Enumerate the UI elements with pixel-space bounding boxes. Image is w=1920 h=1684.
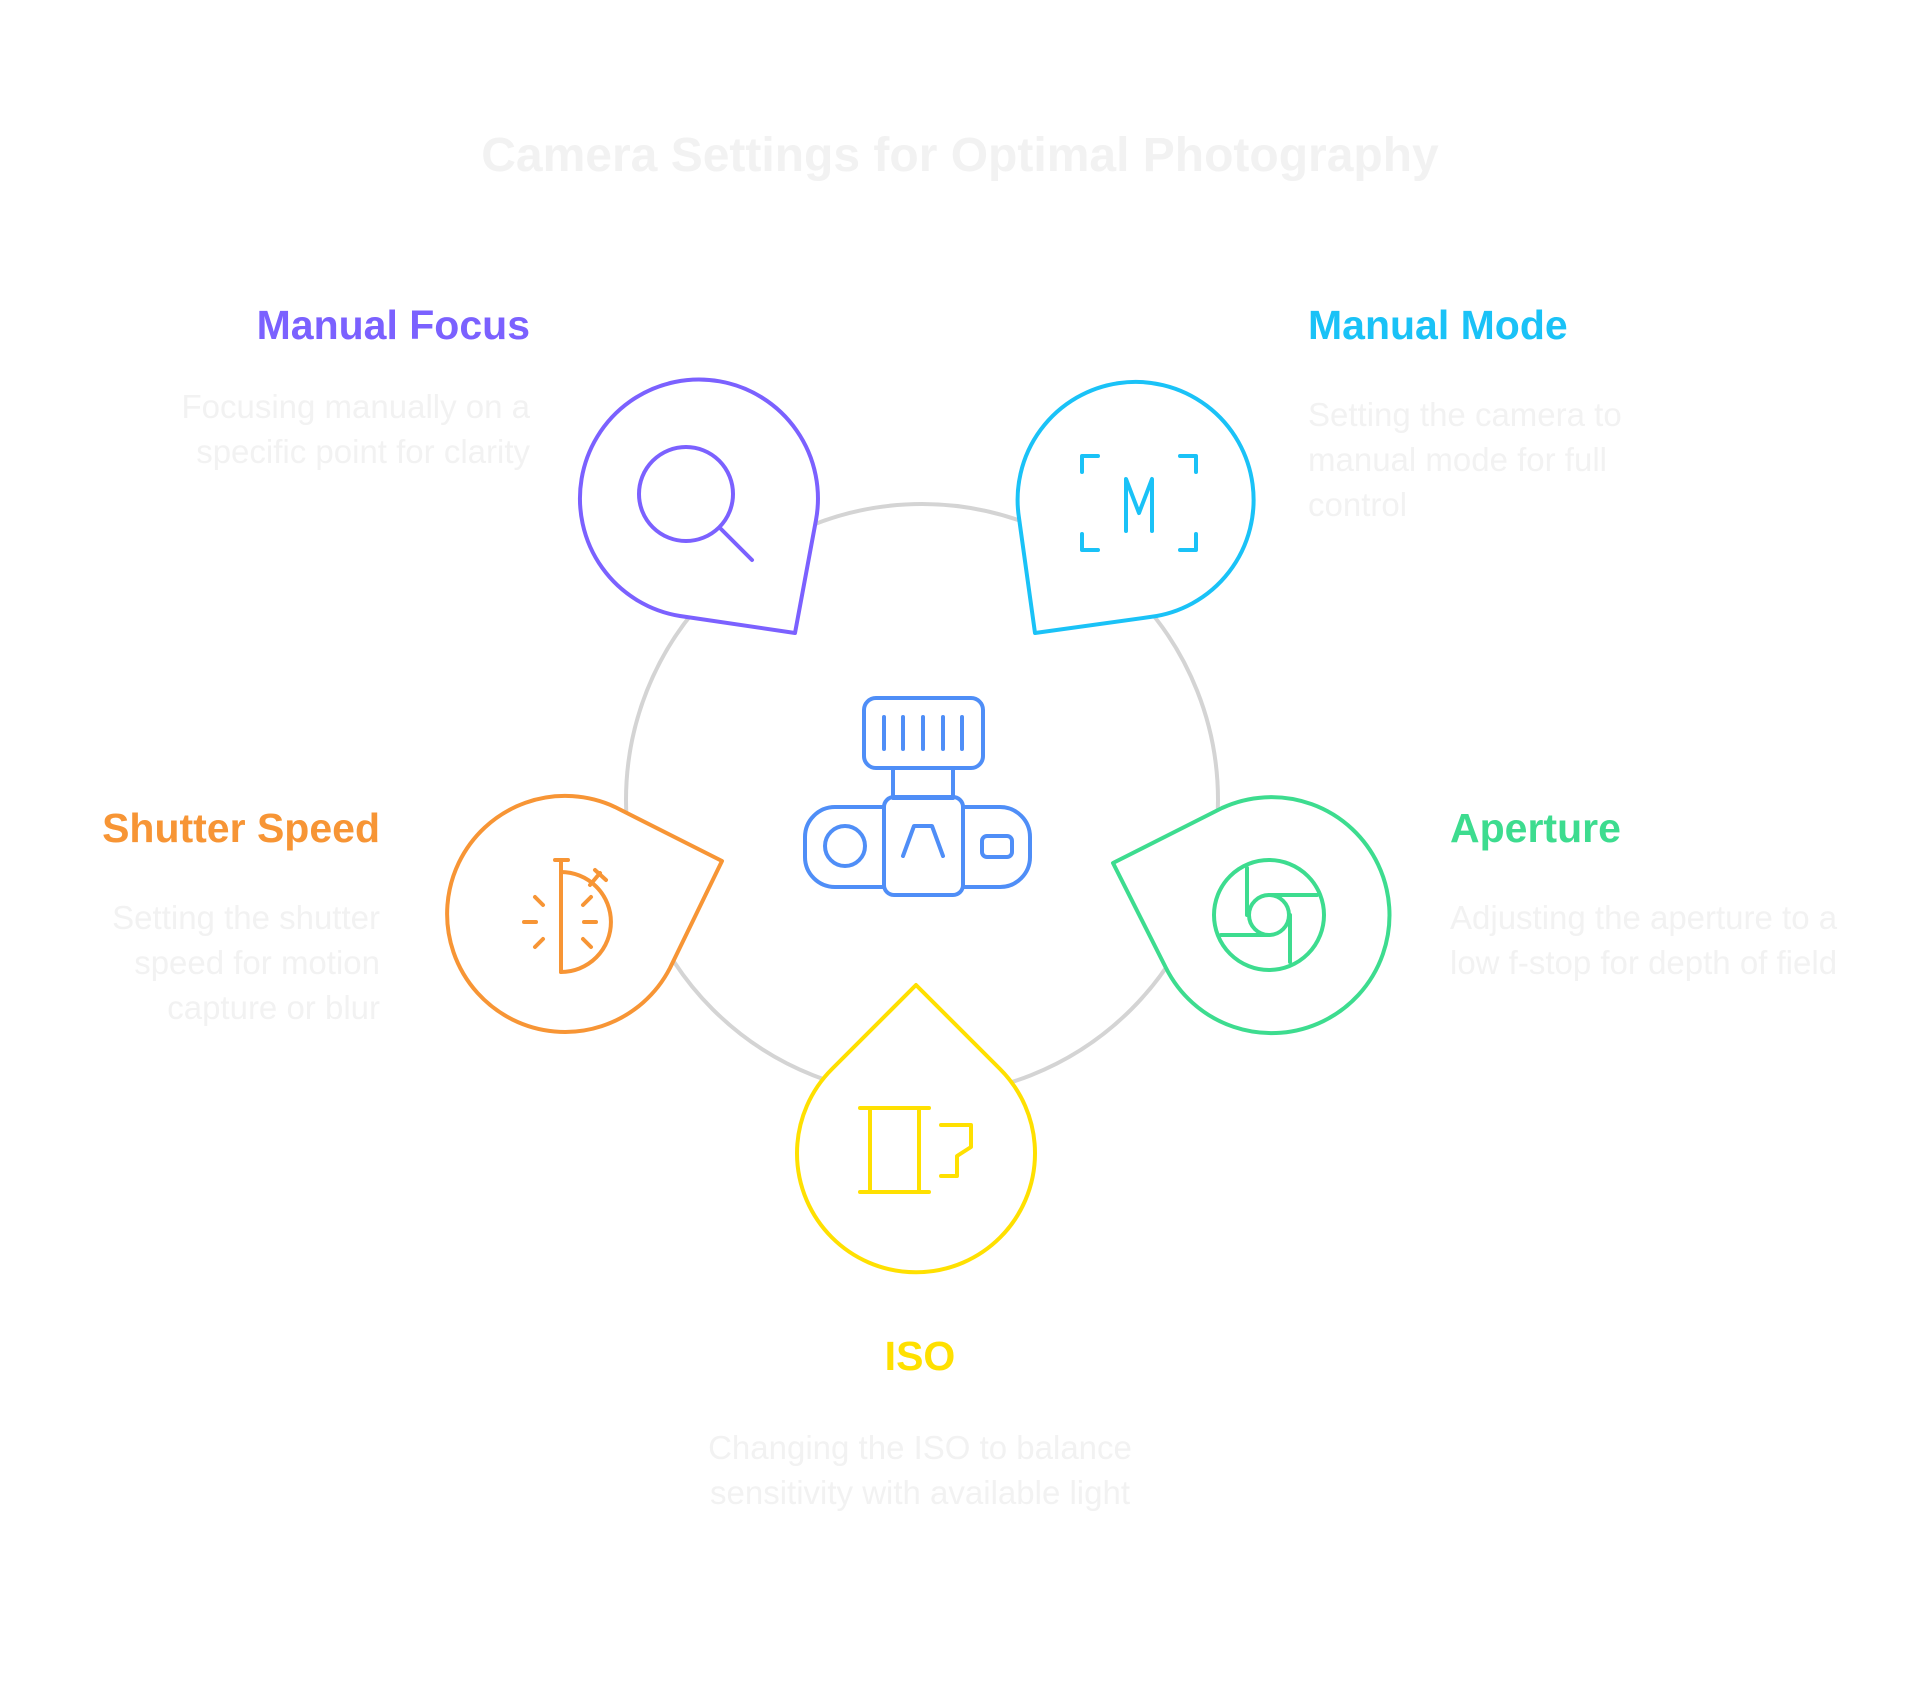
manual-mode-m-icon bbox=[1080, 454, 1198, 552]
desc-iso: Changing the ISO to balance sensitivity … bbox=[708, 1429, 1132, 1511]
film-roll-icon bbox=[858, 1106, 973, 1194]
label-manual-focus: Manual Focus bbox=[256, 302, 530, 348]
aperture-icon bbox=[1212, 858, 1326, 972]
magnifier-icon bbox=[637, 445, 754, 562]
label-shutter-speed: Shutter Speed bbox=[102, 805, 380, 851]
desc-shutter-speed: Setting the shutter speed for motion cap… bbox=[112, 899, 380, 1026]
camera-icon bbox=[803, 696, 1032, 897]
pin-aperture bbox=[1111, 795, 1392, 1036]
pin-iso bbox=[795, 983, 1037, 1275]
label-iso: ISO bbox=[884, 1333, 956, 1379]
pin-shape bbox=[445, 793, 724, 1034]
desc-aperture: Adjusting the aperture to a low f-stop f… bbox=[1450, 899, 1838, 981]
pin-shutter-speed bbox=[445, 793, 724, 1034]
pin-shape bbox=[1111, 795, 1392, 1036]
pin-manual-mode bbox=[1015, 379, 1256, 635]
stopwatch-icon bbox=[522, 858, 613, 974]
pin-shape bbox=[795, 983, 1037, 1275]
label-manual-mode: Manual Mode bbox=[1308, 302, 1568, 348]
label-aperture: Aperture bbox=[1450, 805, 1621, 851]
pin-shape bbox=[578, 377, 820, 635]
desc-manual-focus: Focusing manually on a specific point fo… bbox=[181, 388, 530, 470]
desc-manual-mode: Setting the camera to manual mode for fu… bbox=[1308, 396, 1622, 523]
pin-manual-focus bbox=[578, 377, 820, 635]
diagram-title: Camera Settings for Optimal Photography bbox=[481, 129, 1439, 182]
